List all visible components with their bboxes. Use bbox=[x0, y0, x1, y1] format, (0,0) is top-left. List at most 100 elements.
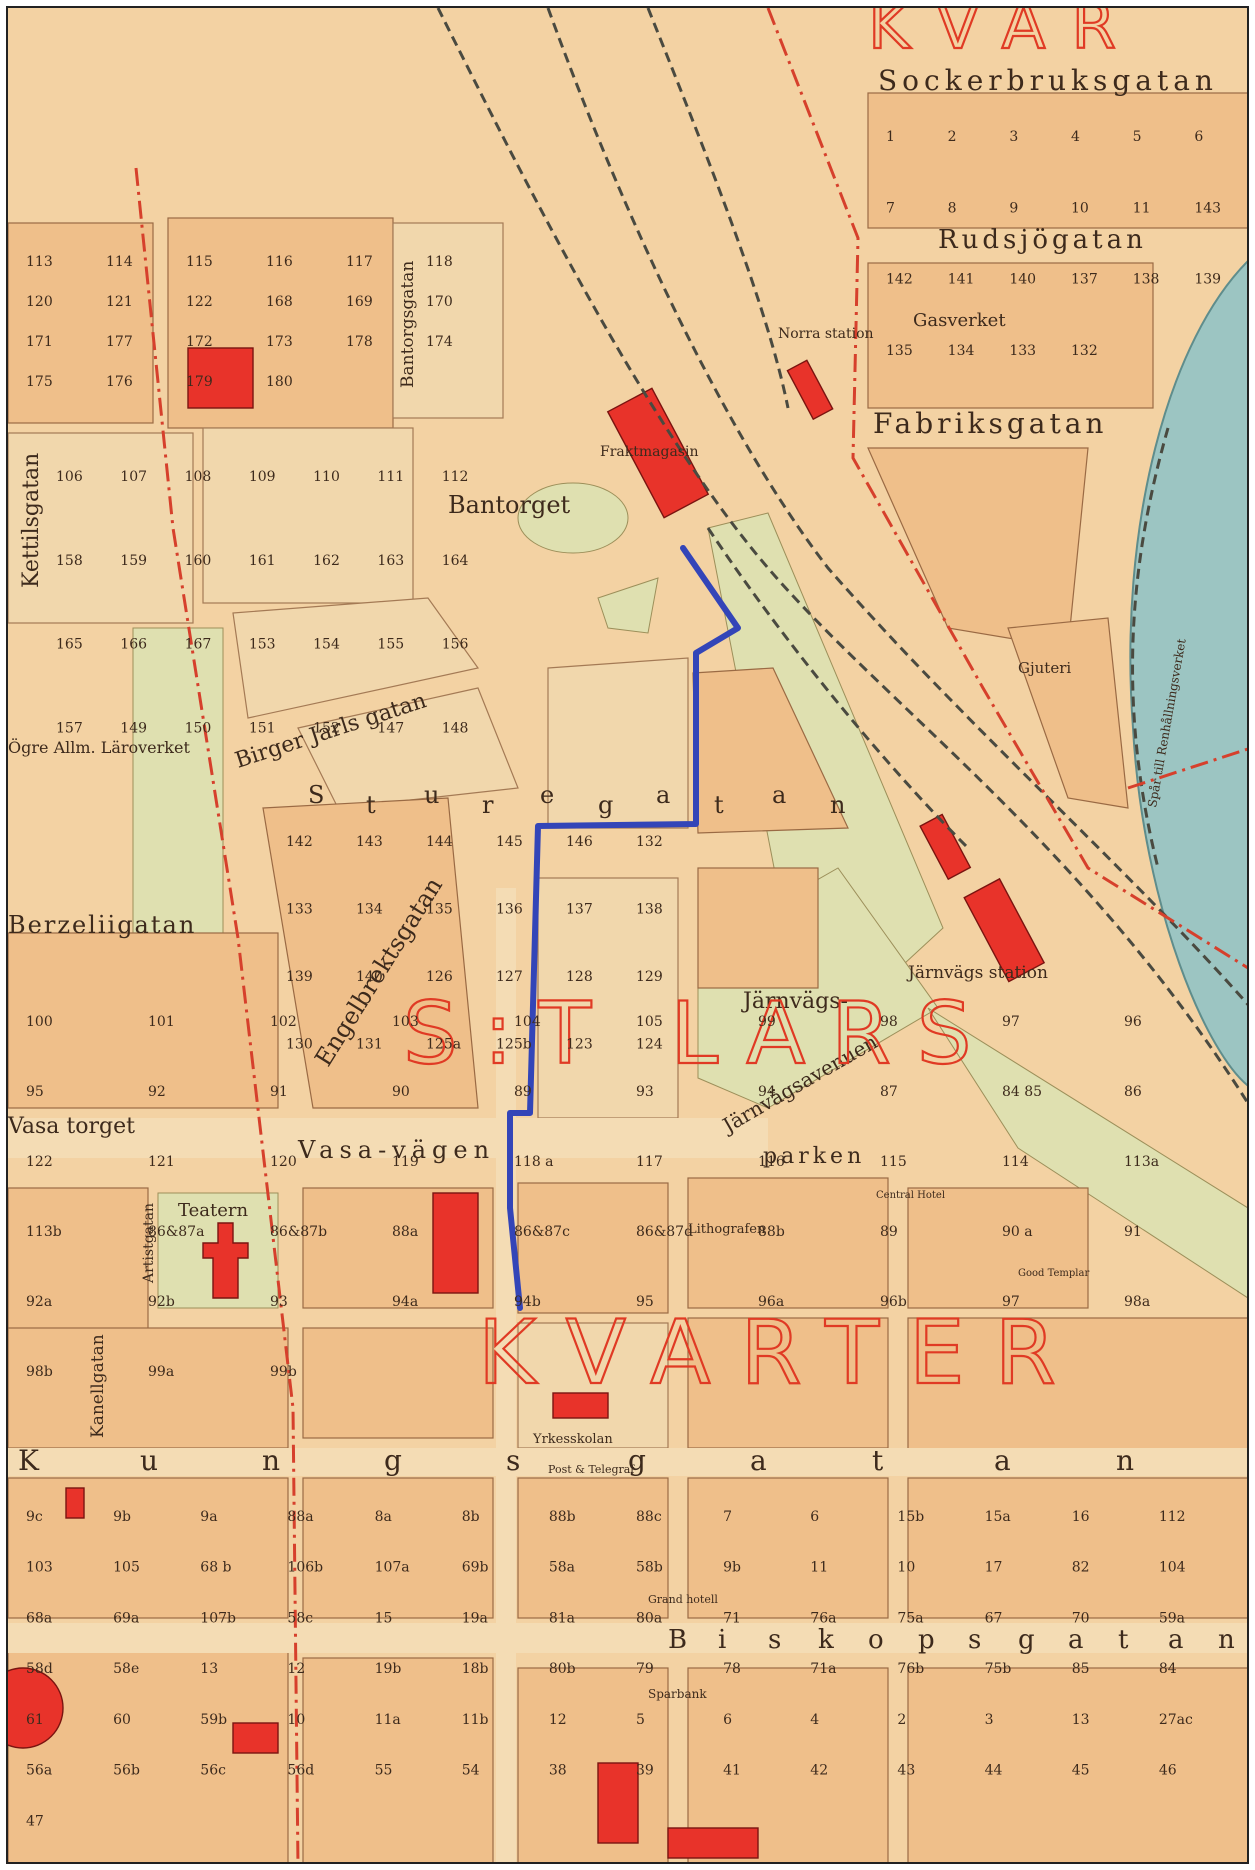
building-godsmagasin bbox=[919, 813, 972, 881]
block-number: 7 bbox=[886, 200, 895, 216]
block-number: 128 bbox=[566, 969, 593, 985]
block-number: 124 bbox=[636, 1037, 663, 1053]
railway-renhallning bbox=[1131, 427, 1170, 869]
block-number: 2 bbox=[897, 1712, 906, 1728]
block-number: 60 bbox=[113, 1712, 131, 1728]
block-number: 99b bbox=[270, 1364, 297, 1380]
block-168-180 bbox=[167, 217, 394, 429]
kungsgatan-letter: g bbox=[384, 1444, 402, 1477]
biskopsgatan-letter: a bbox=[1068, 1625, 1084, 1655]
block-number: 17 bbox=[985, 1560, 1003, 1576]
block-number: 130 bbox=[286, 1037, 313, 1053]
building-elementarlaroverk bbox=[432, 1192, 479, 1294]
block-number: 113a bbox=[1124, 1154, 1159, 1170]
block-number: 86&87a bbox=[148, 1224, 204, 1240]
place-parken: parken bbox=[763, 1144, 865, 1169]
block-number: 79 bbox=[636, 1661, 654, 1677]
block-number: 8a bbox=[375, 1509, 392, 1525]
building-9c bbox=[65, 1487, 85, 1519]
street-artistgatan: Artistgatan bbox=[141, 1203, 157, 1284]
street-rudsjogatan: Rudsjögatan bbox=[938, 225, 1147, 255]
railway-north bbox=[646, 8, 790, 409]
label-group: Sockerbruksgatan Rudsjögatan Fabriksgata… bbox=[8, 8, 1213, 1701]
block-number: 92b bbox=[148, 1294, 175, 1310]
block-kungs-west bbox=[8, 1477, 289, 1619]
place-gjuteri: Gjuteri bbox=[1018, 659, 1071, 677]
block-number: 38 bbox=[549, 1763, 567, 1779]
block-158-167 bbox=[202, 427, 414, 604]
building-bottom-center bbox=[667, 1827, 759, 1859]
block-16-112 bbox=[517, 1477, 669, 1619]
block-number: 44 bbox=[985, 1763, 1003, 1779]
block-number: 154 bbox=[313, 637, 340, 653]
block-number: 15 bbox=[375, 1610, 393, 1626]
kungsgatan-letter: u bbox=[140, 1444, 158, 1477]
block-number: 98 bbox=[880, 1014, 898, 1030]
block-number: 86&87b bbox=[270, 1224, 327, 1240]
building-fraktmagasin bbox=[606, 387, 710, 519]
map-frame: Sockerbruksgatan Rudsjögatan Fabriksgata… bbox=[6, 6, 1249, 1864]
block-number: 3 bbox=[1009, 129, 1018, 145]
block-number: 67 bbox=[985, 1610, 1003, 1626]
block-number: 10 bbox=[897, 1560, 915, 1576]
biskopsgatan-letter: i bbox=[718, 1625, 726, 1655]
block-number: 9c bbox=[26, 1509, 43, 1525]
block-90-93 bbox=[687, 1317, 889, 1449]
place-yrkesskolan: Yrkesskolan bbox=[532, 1432, 613, 1447]
block-number: 69b bbox=[462, 1560, 489, 1576]
block-number: 58e bbox=[113, 1661, 139, 1677]
kungsgatan-letter: t bbox=[872, 1444, 884, 1477]
block-number: 91 bbox=[270, 1084, 288, 1100]
block-number: 104 bbox=[514, 1014, 541, 1030]
block-number: 45 bbox=[1072, 1763, 1090, 1779]
block-number: 172 bbox=[186, 334, 213, 350]
block-number: 13 bbox=[200, 1661, 218, 1677]
block-number: 171 bbox=[26, 334, 53, 350]
block-number: 102 bbox=[270, 1014, 297, 1030]
block-number: 9 bbox=[1009, 200, 1018, 216]
biskopsgatan-letter: a bbox=[1168, 1625, 1184, 1655]
block-number: 88b bbox=[549, 1509, 576, 1525]
block-number: 92 bbox=[148, 1084, 166, 1100]
park-east bbox=[927, 1007, 1247, 1298]
block-number: 94 bbox=[758, 1084, 776, 1100]
block-number: 104 bbox=[1159, 1560, 1186, 1576]
route-line[interactable] bbox=[507, 545, 741, 1311]
block-number: 106b bbox=[287, 1560, 323, 1576]
block-number: 108 bbox=[185, 469, 212, 485]
block-number: 105 bbox=[636, 1014, 663, 1030]
block-number: 125b bbox=[496, 1037, 532, 1053]
block-number: 55 bbox=[375, 1763, 393, 1779]
block-number: 174 bbox=[426, 334, 453, 350]
block-number: 75a bbox=[897, 1610, 923, 1626]
city-map[interactable]: Sockerbruksgatan Rudsjögatan Fabriksgata… bbox=[8, 8, 1249, 1864]
block-bottom-center bbox=[517, 1667, 669, 1862]
river bbox=[1129, 260, 1247, 1087]
block-number: 9b bbox=[113, 1509, 131, 1525]
block-number: 99a bbox=[148, 1364, 174, 1380]
block-number: 6 bbox=[1194, 129, 1203, 145]
block-number: 58d bbox=[26, 1661, 53, 1677]
block-number: 9a bbox=[200, 1509, 217, 1525]
block-number: 138 bbox=[636, 902, 663, 918]
block-107-58 bbox=[907, 1477, 1247, 1619]
block-123-127 bbox=[537, 877, 679, 1119]
block-number: 93 bbox=[270, 1294, 288, 1310]
biskopsgatan-letter: o bbox=[868, 1625, 884, 1655]
block-1-11 bbox=[867, 92, 1247, 229]
street-kettilsgatan: Kettilsgatan bbox=[19, 453, 44, 588]
block-number: 123 bbox=[566, 1037, 593, 1053]
block-number: 89 bbox=[514, 1084, 532, 1100]
kungsgatan-letter: K bbox=[18, 1444, 40, 1477]
block-number: 59a bbox=[1159, 1610, 1185, 1626]
block-number: 105 bbox=[113, 1560, 140, 1576]
block-number: 106 bbox=[56, 469, 83, 485]
block-number: 75b bbox=[985, 1661, 1012, 1677]
block-number: 116 bbox=[758, 1154, 785, 1170]
block-number: 141 bbox=[948, 272, 975, 288]
block-number: 56c bbox=[200, 1763, 226, 1779]
block-number: 6 bbox=[810, 1509, 819, 1525]
block-number: 99 bbox=[758, 1014, 776, 1030]
block-number: 27ac bbox=[1159, 1712, 1193, 1728]
block-gjuteri bbox=[1007, 617, 1129, 809]
